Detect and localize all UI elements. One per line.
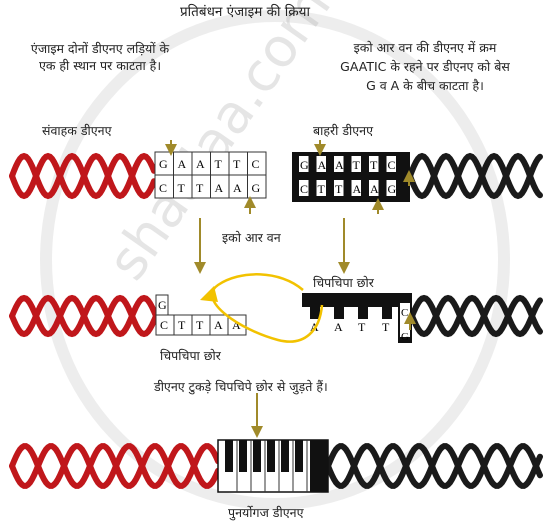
recombinant-dna-label: पुनर्योगज डीएनए — [228, 505, 304, 520]
recombinant-key-1 — [239, 440, 247, 472]
sticky-left-bottom-base-1: T — [178, 318, 186, 332]
ligation-curve-arrowhead — [200, 286, 218, 302]
recombinant-key-4 — [281, 440, 289, 472]
foreign-base-bottom-4: A — [370, 182, 379, 196]
foreign-base-top-1: A — [318, 158, 327, 172]
ecori-label: इको आर वन — [222, 230, 281, 245]
vector-base-bottom-4: A — [233, 181, 242, 195]
right-note: इको आर वन की डीएनए में क्रम GAATIC के रह… — [300, 38, 550, 95]
vector-base-bottom-3: A — [215, 181, 224, 195]
foreign-base-top-4: T — [370, 158, 378, 172]
foreign-base-top-0: G — [300, 158, 309, 172]
vector-base-top-0: G — [159, 157, 168, 171]
foreign-base-bottom-3: A — [353, 182, 362, 196]
sticky-right-cut-base-0: C — [401, 307, 408, 319]
foreign-base-bottom-5: G — [388, 182, 397, 196]
vector-helix-top — [9, 152, 157, 200]
dna-helices — [9, 152, 543, 489]
sticky-end-left-label: चिपचिपा छोर — [160, 348, 221, 363]
sticky-left-top-base: G — [158, 298, 167, 312]
recombinant-key-5 — [295, 440, 303, 472]
foreign-helix-top — [407, 152, 543, 200]
foreign-base-bottom-2: T — [335, 182, 343, 196]
vector-base-bottom-0: C — [159, 181, 167, 195]
recombinant-site-block — [217, 439, 329, 493]
sticky-right-base-1: A — [334, 320, 343, 334]
recombinant-key-2 — [253, 440, 261, 472]
vector-base-top-1: A — [178, 157, 187, 171]
recombinant-helix-right — [325, 443, 543, 489]
left-note-line-1: एंजाइम दोनों डीएनए लड़ियों के — [30, 41, 170, 56]
foreign-base-top-5: C — [388, 158, 396, 172]
ligation-curve — [210, 273, 324, 343]
vector-base-top-5: C — [252, 157, 260, 171]
vector-dna-label: संवाहक डीएनए — [42, 123, 112, 138]
sticky-end-right-label: चिपचिपा छोर — [313, 275, 374, 290]
recombinant-helix-left — [9, 443, 221, 489]
sticky-right-cut-base-1: G — [401, 331, 409, 343]
vector-base-top-2: A — [196, 157, 205, 171]
foreign-helix-middle — [409, 294, 543, 338]
right-note-line-1: इको आर वन की डीएनए में क्रम — [353, 40, 497, 55]
vector-base-top-3: T — [215, 157, 223, 171]
right-note-line-3: G व A के बीच काटता है। — [366, 78, 484, 93]
vector-helix-middle — [9, 294, 159, 338]
sticky-left-bottom-base-0: C — [160, 318, 168, 332]
sticky-left-bottom-base-3: A — [214, 318, 223, 332]
recombinant-key-0 — [225, 440, 233, 472]
vector-base-bottom-5: G — [252, 181, 261, 195]
foreign-base-bottom-1: T — [318, 182, 326, 196]
diagram-title: प्रतिबंधन एंजाइम की क्रिया — [180, 4, 310, 20]
join-label: डीएनए टुकड़े चिपचिपे छोर से जुड़ते हैं। — [154, 379, 328, 394]
foreign-base-top-2: A — [335, 158, 344, 172]
foreign-dna-label: बाहरी डीएनए — [313, 123, 374, 138]
foreign-base-bottom-0: C — [300, 182, 308, 196]
recombinant-key-3 — [267, 440, 275, 472]
right-note-line-2: GAATIC के रहने पर डीएनए को बेस — [340, 59, 510, 74]
vector-base-bottom-2: T — [196, 181, 204, 195]
sticky-left-bottom-base-2: T — [196, 318, 204, 332]
sticky-left-bottom-base-4: A — [232, 318, 241, 332]
sticky-right-base-3: T — [382, 320, 390, 334]
left-note-line-2: एक ही स्थान पर काटता है। — [38, 58, 162, 73]
vector-base-top-4: T — [233, 157, 241, 171]
left-note: एंजाइम दोनों डीएनए लड़ियों के एक ही स्था… — [0, 40, 200, 74]
vector-base-bottom-1: T — [178, 181, 186, 195]
sticky-right-base-2: T — [358, 320, 366, 334]
foreign-base-top-3: T — [353, 158, 361, 172]
